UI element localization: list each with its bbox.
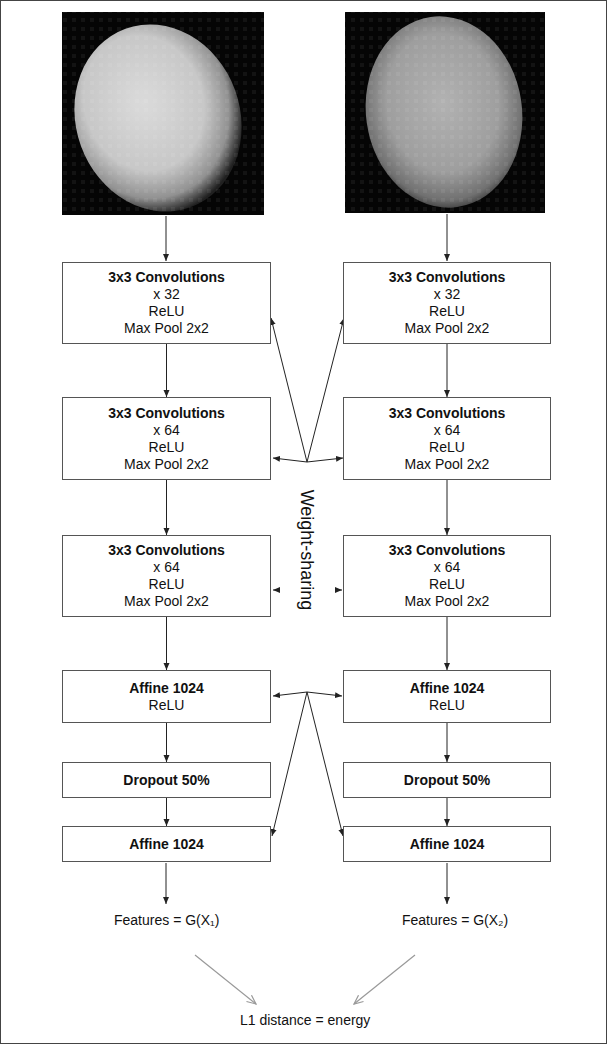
layer-title: Affine 1024 [129, 836, 204, 853]
layer-box: 3x3 Convolutionsx 64ReLUMax Pool 2x2 [343, 397, 551, 480]
layer-detail: ReLU [149, 576, 185, 593]
layer-detail: Max Pool 2x2 [124, 593, 209, 610]
layer-box: Affine 1024 [62, 826, 271, 862]
energy-arrows [195, 955, 415, 1004]
layer-detail: ReLU [149, 439, 185, 456]
layer-box: 3x3 Convolutionsx 64ReLUMax Pool 2x2 [62, 535, 271, 617]
energy-label: L1 distance = energy [238, 1012, 372, 1029]
layer-title: 3x3 Convolutions [108, 269, 225, 286]
layer-box: 3x3 Convolutionsx 64ReLUMax Pool 2x2 [343, 535, 551, 617]
weight-sharing-leaders [271, 318, 344, 836]
layer-title: Affine 1024 [410, 836, 485, 853]
layer-title: 3x3 Convolutions [108, 542, 225, 559]
flow-arrow [166, 344, 167, 397]
layer-detail: Max Pool 2x2 [405, 320, 490, 337]
flow-arrow [166, 480, 167, 535]
flow-arrow [447, 798, 448, 826]
layer-detail: x 64 [434, 422, 460, 439]
layer-box: Dropout 50% [62, 762, 271, 798]
flow-arrow [447, 344, 448, 397]
layer-box: Affine 1024ReLU [343, 670, 551, 723]
layer-box: Affine 1024 [343, 826, 551, 862]
layer-title: Dropout 50% [404, 772, 490, 789]
input-image-left [48, 1, 267, 236]
layer-title: 3x3 Convolutions [389, 542, 506, 559]
layer-box: Dropout 50% [343, 762, 551, 798]
layer-detail: ReLU [429, 303, 465, 320]
layer-title: Dropout 50% [123, 772, 209, 789]
feature-label: Features = G(X₂) [400, 912, 510, 929]
flow-arrow [447, 617, 448, 670]
layer-detail: Max Pool 2x2 [124, 320, 209, 337]
layer-detail: ReLU [429, 439, 465, 456]
layer-detail: x 32 [153, 286, 179, 303]
layer-detail: ReLU [429, 697, 465, 714]
flow-arrow [166, 798, 167, 826]
layer-detail: x 64 [153, 559, 179, 576]
layer-detail: x 64 [434, 559, 460, 576]
layer-detail: x 32 [434, 286, 460, 303]
layer-detail: x 64 [153, 422, 179, 439]
layer-title: Affine 1024 [129, 680, 204, 697]
layer-box: 3x3 Convolutionsx 64ReLUMax Pool 2x2 [62, 397, 271, 480]
flow-arrow [166, 617, 167, 670]
layer-detail: Max Pool 2x2 [124, 456, 209, 473]
layer-title: 3x3 Convolutions [108, 405, 225, 422]
layer-detail: Max Pool 2x2 [405, 456, 490, 473]
feature-label: Features = G(X₁) [112, 912, 221, 929]
layer-detail: ReLU [149, 303, 185, 320]
layer-detail: Max Pool 2x2 [405, 593, 490, 610]
layer-box: 3x3 Convolutionsx 32ReLUMax Pool 2x2 [343, 262, 551, 344]
input-image-right [345, 6, 545, 218]
layer-box: 3x3 Convolutionsx 32ReLUMax Pool 2x2 [62, 262, 271, 344]
layer-title: Affine 1024 [410, 680, 485, 697]
layer-detail: ReLU [149, 697, 185, 714]
flow-arrow [447, 480, 448, 535]
layer-box: Affine 1024ReLU [62, 670, 271, 723]
layer-title: 3x3 Convolutions [389, 405, 506, 422]
flow-arrow [166, 723, 167, 762]
layer-detail: ReLU [429, 576, 465, 593]
layer-title: 3x3 Convolutions [389, 269, 506, 286]
weight-sharing-label: Weight-sharing [297, 488, 317, 613]
flow-arrow [447, 723, 448, 762]
